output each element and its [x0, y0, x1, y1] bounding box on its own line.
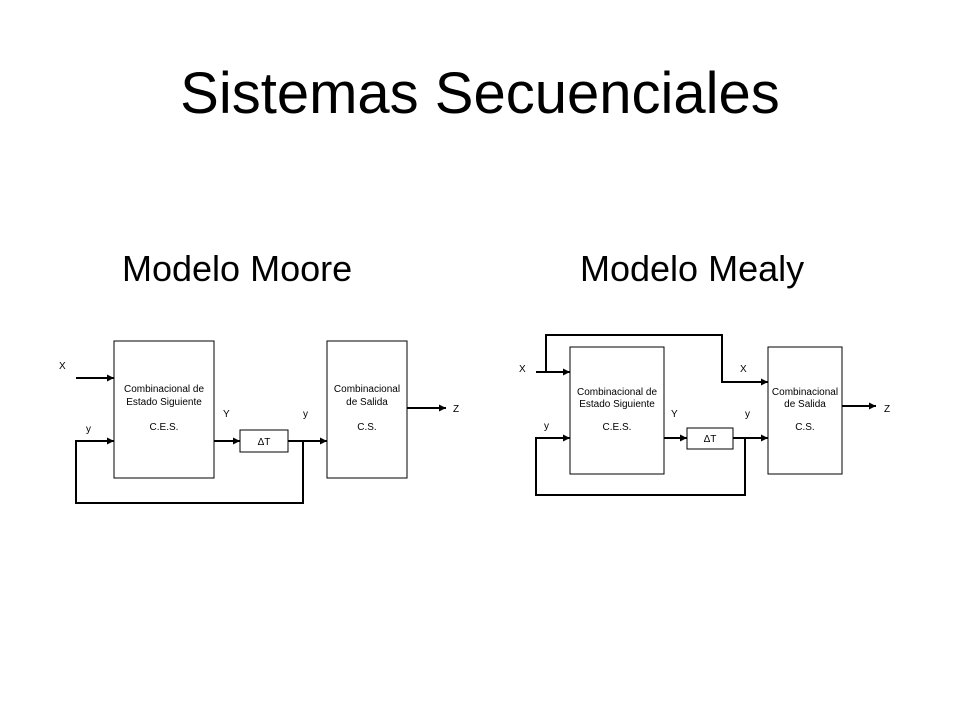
moore-next-state-abbr: C.E.S.: [150, 422, 179, 433]
mealy-next-state-line2: Estado Siguiente: [579, 399, 655, 410]
moore-next-state-block: [113, 340, 215, 479]
mealy-diagram: Combinacional de Estado Siguiente C.E.S.…: [519, 334, 890, 496]
mealy-output-block: [767, 346, 843, 475]
mealy-output-abbr: C.S.: [795, 422, 814, 433]
moore-next-state-line1: Combinacional de: [124, 384, 204, 395]
mealy-feedback-y-label: y: [544, 421, 549, 432]
moore-model-title: Modelo Moore: [122, 248, 353, 289]
mealy-output-line2: de Salida: [784, 399, 826, 410]
mealy-feedback-loop: [535, 434, 746, 496]
moore-output-abbr: C.S.: [357, 422, 376, 433]
mealy-x-label: X: [519, 364, 526, 375]
mealy-delay-label: ΔT: [704, 434, 717, 445]
mealy-next-state-abbr: C.E.S.: [603, 422, 632, 433]
mealy-y-label: y: [745, 409, 750, 420]
moore-y-label: y: [303, 409, 308, 420]
moore-delay-label: ΔT: [258, 437, 271, 448]
moore-z-label: Z: [453, 404, 459, 415]
moore-output-line1: Combinacional: [334, 384, 400, 395]
mealy-x-to-output-label: X: [740, 364, 747, 375]
mealy-z-label: Z: [884, 404, 890, 415]
moore-Y-label: Y: [223, 409, 230, 420]
moore-feedback-y-label: y: [86, 424, 91, 435]
mealy-model-title: Modelo Mealy: [580, 248, 805, 289]
moore-feedback-loop: [75, 437, 304, 504]
mealy-Y-label: Y: [671, 409, 678, 420]
moore-x-label: X: [59, 361, 66, 372]
mealy-x-to-output-arrow: [545, 334, 768, 386]
moore-next-state-line2: Estado Siguiente: [126, 397, 202, 408]
moore-output-block: [326, 340, 408, 479]
slide-title: Sistemas Secuenciales: [180, 61, 780, 126]
moore-diagram: Combinacional de Estado Siguiente C.E.S.…: [59, 340, 459, 504]
mealy-output-line1: Combinacional: [772, 387, 838, 398]
mealy-next-state-line1: Combinacional de: [577, 387, 657, 398]
mealy-next-state-block: [569, 346, 665, 475]
moore-output-line2: de Salida: [346, 397, 388, 408]
